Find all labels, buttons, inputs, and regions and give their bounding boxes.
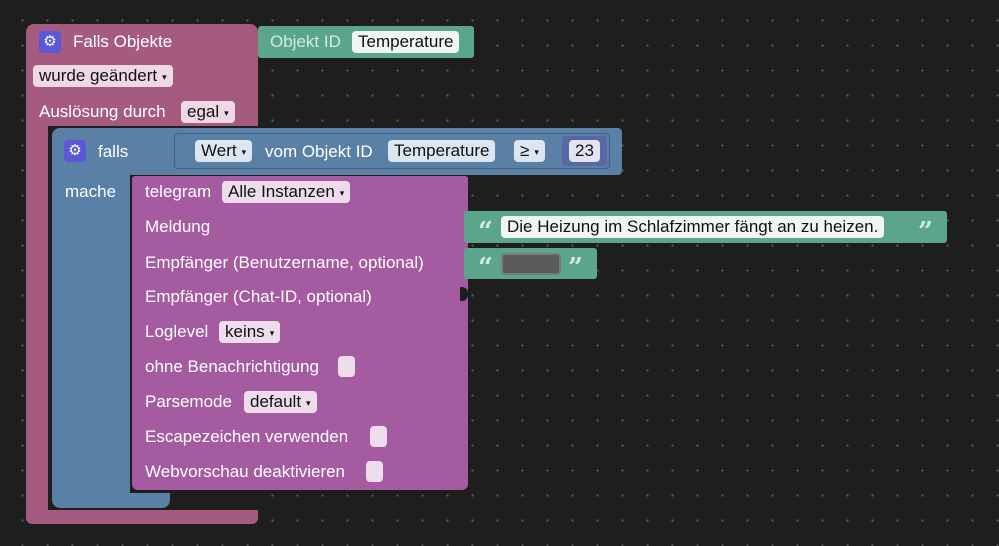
trigger-title: Falls Objekte — [73, 32, 173, 51]
escape-checkbox[interactable] — [370, 426, 387, 447]
telegram-title: telegram — [145, 182, 212, 201]
compare-object-field[interactable]: Temperature — [388, 140, 496, 162]
escape-label: Escapezeichen verwenden — [145, 427, 349, 446]
message-text-field[interactable]: Die Heizung im Schlafzimmer fängt an zu … — [501, 216, 885, 238]
number-field[interactable]: 23 — [569, 140, 600, 162]
parsemode-dropdown[interactable]: default▾ — [244, 391, 317, 413]
close-quote-icon: ” — [918, 217, 933, 247]
recipient-user-label: Empfänger (Benutzername, optional) — [145, 253, 424, 272]
open-quote-icon: “ — [478, 253, 493, 283]
object-id-label: Objekt ID — [270, 32, 341, 51]
message-label: Meldung — [145, 217, 211, 236]
operator-dropdown[interactable]: ≥▾ — [514, 140, 545, 162]
silent-label: ohne Benachrichtigung — [145, 357, 319, 376]
parsemode-label: Parsemode — [145, 392, 232, 411]
instance-dropdown[interactable]: Alle Instanzen▾ — [222, 181, 351, 203]
open-quote-icon: “ — [478, 217, 493, 247]
gear-icon[interactable]: ⚙ — [39, 31, 61, 53]
loglevel-label: Loglevel — [145, 322, 209, 341]
trigger-bottom-strip — [26, 510, 258, 524]
recipient-user-field[interactable] — [501, 253, 561, 275]
preview-label: Webvorschau deaktivieren — [145, 462, 346, 481]
trigger-by-label: Auslösung durch — [39, 102, 166, 121]
do-label: mache — [65, 182, 117, 201]
trigger-by-dropdown[interactable]: egal▾ — [181, 101, 235, 123]
change-dropdown[interactable]: wurde geändert▾ — [33, 65, 173, 87]
of-object-label: vom Objekt ID — [265, 142, 373, 161]
chat-id-input-slot[interactable] — [460, 287, 468, 301]
close-quote-icon: ” — [568, 253, 583, 283]
silent-checkbox[interactable] — [338, 356, 355, 377]
telegram-block[interactable] — [132, 176, 468, 490]
value-dropdown[interactable]: Wert▾ — [195, 140, 253, 162]
if-label: falls — [98, 142, 129, 161]
gear-icon[interactable]: ⚙ — [64, 140, 86, 162]
loglevel-dropdown[interactable]: keins▾ — [219, 321, 281, 343]
object-id-field[interactable]: Temperature — [352, 31, 460, 53]
preview-checkbox[interactable] — [366, 461, 383, 482]
recipient-chat-label: Empfänger (Chat-ID, optional) — [145, 287, 372, 306]
